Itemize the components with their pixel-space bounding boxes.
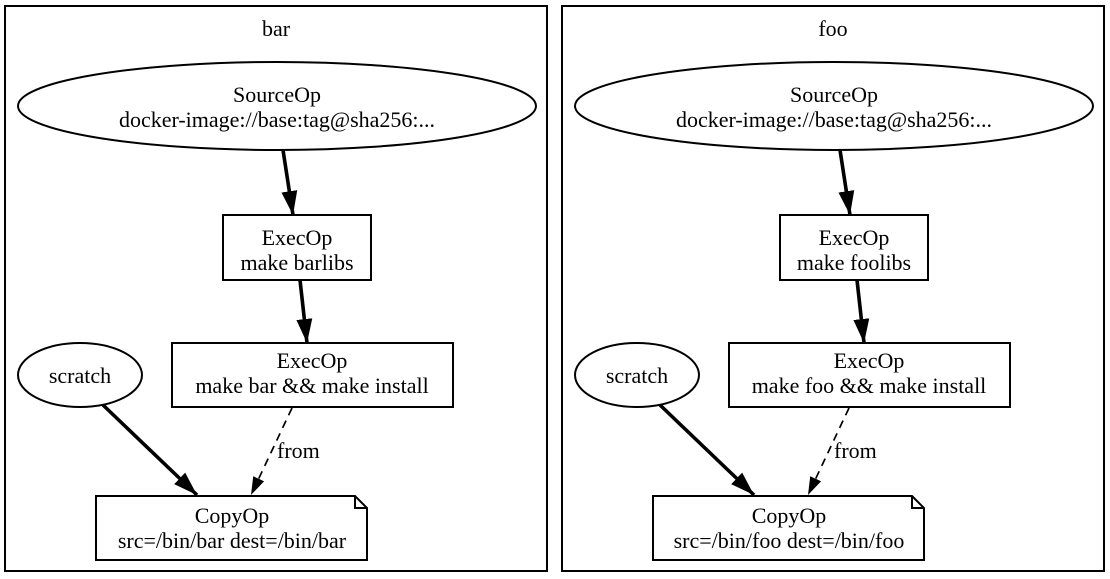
edge-exec1-to-exec2: [296, 279, 313, 344]
node-sourceop-ellipse: [574, 61, 1094, 151]
cluster-label: foo: [818, 16, 847, 41]
node-execop2-subtitle: make bar && make install: [195, 373, 428, 398]
node-execop2-subtitle: make foo && make install: [752, 373, 987, 398]
node-execop2-title: ExecOp: [834, 348, 905, 373]
node-execop1-box: [779, 214, 929, 281]
node-scratch-ellipse: [17, 342, 143, 408]
edge-exec2-to-copy: [807, 407, 850, 496]
node-copyop-note: [95, 495, 368, 561]
edge-exec2-to-copy: [250, 407, 293, 496]
node-execop1-title: ExecOp: [819, 225, 890, 250]
cluster-label: bar: [262, 16, 291, 41]
edge-exec1-to-exec2: [853, 279, 870, 344]
cluster-bar: bar SourceOp docker-image://base:tag@sha…: [4, 5, 548, 572]
node-sourceop-subtitle: docker-image://base:tag@sha256:...: [676, 107, 992, 132]
node-sourceop-title: SourceOp: [790, 82, 878, 107]
node-execop1-subtitle: make foolibs: [797, 250, 911, 275]
edge-label-from: from: [834, 438, 877, 463]
cluster-foo: foo SourceOp docker-image://base:tag@sha…: [561, 5, 1105, 572]
node-scratch-label: scratch: [49, 363, 111, 388]
node-copyop-title: CopyOp: [752, 503, 827, 528]
node-copyop-title: CopyOp: [195, 503, 270, 528]
edge-scratch-to-copy: [658, 403, 756, 497]
node-execop2-title: ExecOp: [277, 348, 348, 373]
node-sourceop-title: SourceOp: [233, 82, 321, 107]
note-fold-icon: [354, 496, 367, 509]
node-sourceop-subtitle: docker-image://base:tag@sha256:...: [119, 107, 435, 132]
node-scratch-label: scratch: [606, 363, 668, 388]
node-execop1-subtitle: make barlibs: [240, 250, 353, 275]
node-execop2-box: [728, 342, 1011, 408]
node-execop1-title: ExecOp: [262, 225, 333, 250]
edge-scratch-to-copy: [101, 403, 199, 497]
node-copyop-subtitle: src=/bin/foo dest=/bin/foo: [674, 528, 905, 553]
note-fold-icon: [911, 496, 924, 509]
node-execop2-box: [171, 342, 454, 408]
node-copyop-subtitle: src=/bin/bar dest=/bin/bar: [118, 528, 347, 553]
edge-source-to-exec1: [281, 149, 298, 216]
node-sourceop-ellipse: [17, 61, 537, 151]
edge-label-from: from: [277, 438, 320, 463]
node-copyop-note: [652, 495, 925, 561]
edge-source-to-exec1: [838, 149, 855, 216]
node-execop1-box: [222, 214, 372, 281]
node-scratch-ellipse: [574, 342, 700, 408]
